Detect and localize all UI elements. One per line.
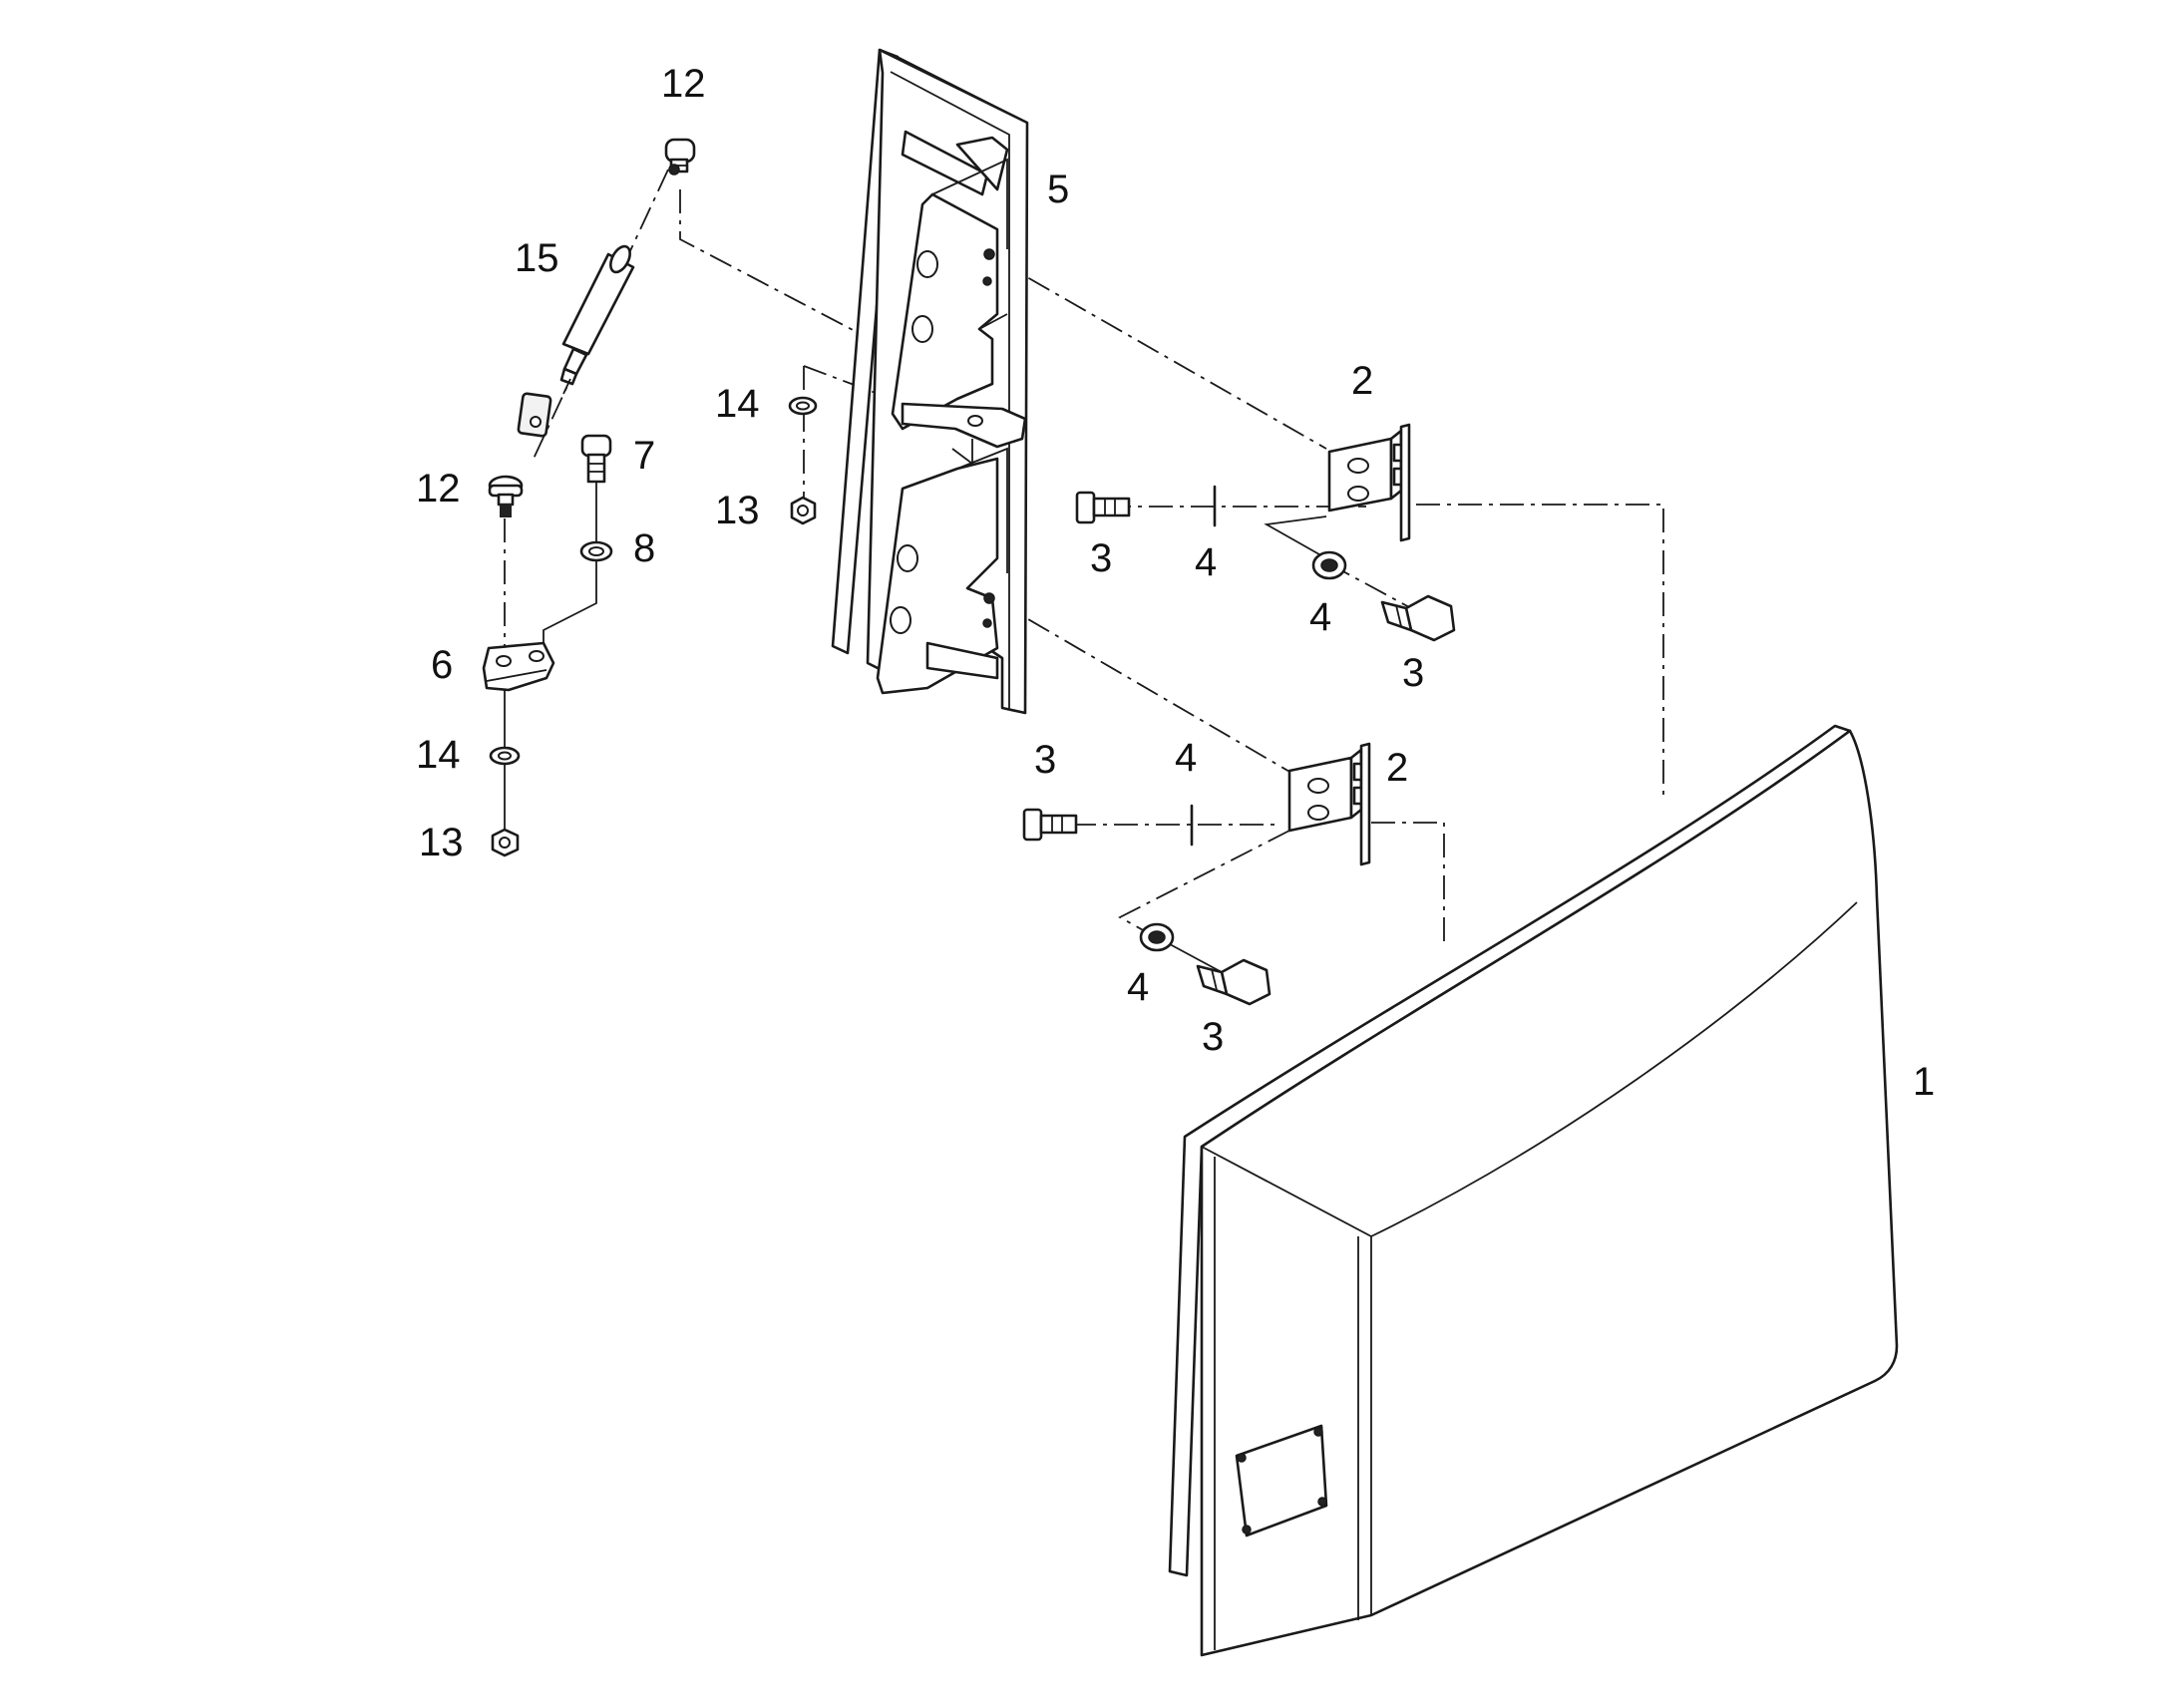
bolt-part-3-lower-left	[1022, 808, 1078, 842]
washer-part-14-center	[788, 396, 818, 416]
assembly-leader-lines	[504, 169, 1664, 973]
ball-stud-part-12-top	[664, 138, 696, 175]
callout-15: 15	[515, 236, 559, 280]
hinge-part-2-lower	[1287, 742, 1371, 866]
callout-13-left: 13	[419, 821, 464, 864]
callout-7: 7	[633, 434, 655, 478]
ball-stud-part-12-lower	[488, 475, 524, 517]
washer-part-8	[579, 540, 613, 562]
callout-6: 6	[431, 643, 453, 687]
callout-4-lower-left: 4	[1175, 736, 1197, 780]
callout-3-upper-left: 3	[1090, 536, 1112, 580]
callout-2-upper: 2	[1351, 359, 1373, 403]
callout-4-lower-right: 4	[1127, 965, 1149, 1009]
callout-3-lower-left: 3	[1034, 738, 1056, 782]
callout-12-lower: 12	[416, 467, 461, 511]
callout-2-lower: 2	[1386, 746, 1408, 790]
door-panel-part-1	[1168, 724, 1899, 1657]
callout-labels: 12 5 15 14 7 12 13 8 6 14 13 2 3 4 4 3 3…	[416, 62, 1935, 1104]
washer-part-14-left	[489, 746, 521, 766]
gas-strut-part-15	[517, 244, 635, 438]
callout-12-top: 12	[661, 62, 706, 106]
callout-4-upper-left: 4	[1195, 540, 1217, 584]
callout-13-center: 13	[715, 489, 760, 532]
callout-3-upper-right: 3	[1402, 651, 1424, 695]
washer-part-4-lower-face	[1139, 922, 1175, 952]
mounting-plate-part-6	[482, 641, 555, 692]
callout-8: 8	[633, 526, 655, 570]
callout-14-center: 14	[715, 382, 760, 426]
bolt-part-7	[580, 434, 612, 484]
callout-5: 5	[1047, 168, 1069, 211]
mounting-bracket-part-5	[831, 48, 1029, 715]
bolt-part-3-upper-right	[1380, 594, 1456, 642]
callout-3-lower-right: 3	[1202, 1015, 1224, 1059]
hinge-part-2-upper	[1327, 423, 1411, 542]
bolt-part-3-upper-left	[1075, 491, 1131, 524]
nut-part-13-left	[491, 828, 520, 857]
nut-part-13-center	[790, 496, 817, 525]
callout-14-left: 14	[416, 733, 461, 777]
washer-part-4-upper-face	[1311, 550, 1347, 580]
bolt-part-3-lower-right	[1196, 958, 1272, 1006]
callout-4-upper-right: 4	[1309, 595, 1331, 639]
callout-1: 1	[1913, 1060, 1935, 1104]
